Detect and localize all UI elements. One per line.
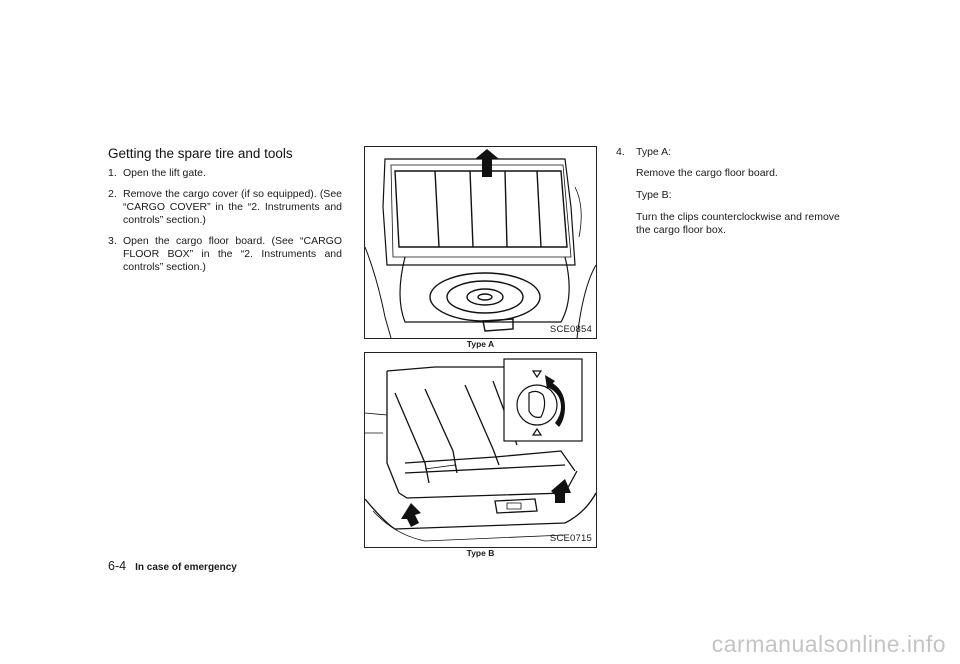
step-number: 3. xyxy=(108,235,117,247)
step-number: 4. xyxy=(616,146,625,158)
figure-type-a: SCE0854 xyxy=(364,146,597,339)
left-column: Getting the spare tire and tools 1. Open… xyxy=(108,146,342,282)
page-number: 6-4 xyxy=(108,559,127,573)
step-number: 2. xyxy=(108,188,117,200)
watermark: carmanualsonline.info xyxy=(711,631,946,657)
type-a-label: Type A: xyxy=(636,146,672,158)
step-text: Open the lift gate. xyxy=(123,167,206,179)
figure-caption: Type B xyxy=(466,548,495,558)
type-b-text: Turn the clips counterclockwise and remo… xyxy=(636,211,840,236)
cargo-floor-board-illustration xyxy=(365,149,596,338)
section-name: In case of emergency xyxy=(135,562,237,573)
step-4: 4. Type A: xyxy=(616,146,856,159)
figure-code: SCE0715 xyxy=(549,533,592,544)
section-title: Getting the spare tire and tools xyxy=(108,146,293,161)
step-2: 2. Remove the cargo cover (if so equippe… xyxy=(108,188,342,227)
step-3: 3. Open the cargo floor board. (See “CAR… xyxy=(108,235,342,274)
step-text: Remove the cargo cover (if so equipped).… xyxy=(123,188,342,226)
step-number: 1. xyxy=(108,167,117,179)
figure-code: SCE0854 xyxy=(549,324,592,335)
type-b-label: Type B: xyxy=(636,189,672,201)
step-1: 1. Open the lift gate. xyxy=(108,167,342,180)
cargo-floor-box-illustration xyxy=(365,358,596,542)
step-text: Open the cargo floor board. (See “CARGO … xyxy=(123,235,342,273)
figure-caption: Type A xyxy=(466,339,495,349)
right-column: 4. Type A: Remove the cargo floor board.… xyxy=(616,146,856,246)
type-a-text: Remove the cargo floor board. xyxy=(636,167,778,179)
figure-type-b: SCE0715 xyxy=(364,352,597,548)
page-footer: 6-4 In case of emergency xyxy=(108,559,237,573)
